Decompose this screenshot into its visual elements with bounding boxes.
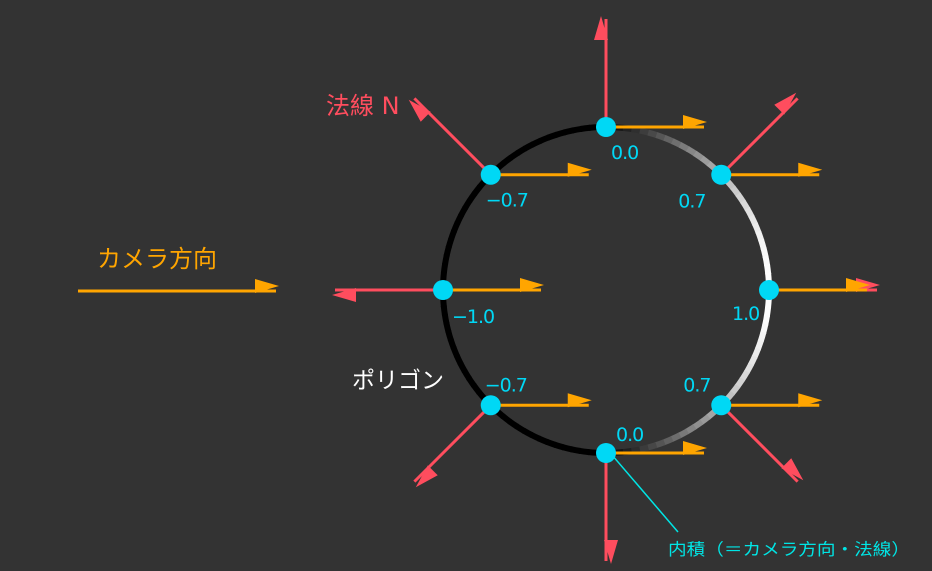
normal-arrow-upper-left (408, 97, 492, 176)
polygon-label: ポリゴン (352, 368, 444, 394)
polygon-segment (639, 127, 651, 136)
normal-label: 法線 N (326, 92, 400, 120)
value-label-left: −1.0 (452, 306, 494, 328)
polygon-segment (751, 347, 761, 359)
polygon-segment (440, 305, 448, 316)
polygon-segment (744, 206, 755, 219)
polygon-segment (554, 129, 566, 138)
point-left (433, 280, 453, 300)
polygon-segment (545, 438, 557, 448)
value-label-upper-left: −0.7 (486, 190, 528, 212)
point-bottom (596, 443, 616, 463)
polygon-segment (677, 428, 690, 439)
polygon-segment (757, 331, 767, 343)
polygon-segment (457, 361, 468, 374)
polygon-segment (521, 427, 534, 438)
polygon-segment (743, 362, 754, 375)
polygon-segment (629, 446, 641, 455)
value-label-lower-left: −0.7 (485, 374, 527, 396)
polygon-segment (663, 135, 675, 145)
polygon-segment (647, 129, 659, 139)
normal-points (433, 117, 779, 463)
polygon-segment (587, 448, 598, 456)
value-label-right: 1.0 (732, 303, 759, 325)
dot-product-label: 内積（＝カメラ方向・法線） (668, 540, 910, 559)
point-lower-left (480, 395, 501, 416)
polygon-segment (764, 264, 772, 275)
polygon-segment (760, 323, 769, 335)
polygon-segment (443, 245, 452, 257)
polygon-segment (441, 313, 450, 325)
dot-values: 0.0 0.7 1.0 0.7 0.0 −0.7 −1.0 −0.7 (452, 142, 760, 446)
polygon-segment (546, 131, 558, 141)
value-label-top: 0.0 (611, 142, 638, 164)
polygon-segment (764, 298, 772, 309)
camera-direction-label: カメラ方向 (97, 245, 217, 273)
polygon-segment (445, 237, 455, 249)
polygon-segment (522, 141, 535, 152)
polygon-segment (529, 431, 541, 442)
polygon-segment (451, 221, 461, 233)
value-label-lower-right: 0.7 (683, 374, 710, 396)
polygon-segment (454, 213, 465, 225)
normal-arrow-lower-right (720, 404, 804, 483)
polygon-segment (752, 222, 762, 234)
point-upper-right (711, 164, 732, 185)
polygon-segment (646, 442, 658, 451)
polygon-segment (678, 142, 691, 153)
point-upper-left (480, 164, 501, 185)
polygon-segment (538, 134, 550, 144)
polygon-segment (669, 432, 682, 443)
normal-arrow-upper-right (720, 92, 799, 176)
polygon-segment (662, 436, 674, 446)
polygon-segment (762, 255, 771, 267)
polygon-segment (748, 214, 759, 227)
polygon-segment (537, 435, 549, 445)
polygon-segment (458, 205, 469, 218)
polygon-segment (758, 238, 767, 250)
normal-arrow-lower-left (413, 404, 492, 488)
polygon-segment (450, 346, 460, 358)
point-top (596, 117, 616, 137)
polygon-segment (530, 137, 543, 148)
polygon-segment (447, 338, 457, 350)
dot-product-leader-line (605, 447, 679, 533)
polygon-segment (570, 446, 581, 454)
polygon-segment (760, 247, 769, 258)
polygon-segment (654, 439, 666, 449)
value-label-bottom: 0.0 (616, 424, 643, 446)
polygon-segment (671, 138, 683, 149)
polygon-segment (571, 125, 583, 134)
polygon-segment (561, 444, 573, 453)
polygon-segment (747, 355, 758, 367)
polygon-segment (440, 271, 448, 282)
polygon-segment (440, 262, 449, 274)
camera-arrows (443, 115, 871, 455)
polygon-segment (445, 330, 454, 342)
point-right (759, 280, 779, 300)
value-label-upper-right: 0.7 (678, 191, 705, 213)
polygon-segment (578, 447, 590, 456)
polygon-segment (763, 306, 772, 318)
polygon-segment (762, 315, 770, 326)
polygon-segment (553, 441, 565, 451)
polygon-segment (755, 230, 765, 242)
polygon-segment (754, 339, 764, 351)
polygon-segment (638, 444, 649, 453)
polygon-segment (631, 126, 642, 134)
polygon-segment (448, 229, 458, 241)
polygon-segment (442, 254, 450, 265)
point-lower-right (711, 395, 732, 416)
polygon-segment (443, 322, 452, 333)
polygon-segment (655, 132, 667, 142)
polygon-segment (453, 353, 464, 366)
polygon-segment (563, 127, 574, 136)
polygon-segment (580, 124, 591, 132)
